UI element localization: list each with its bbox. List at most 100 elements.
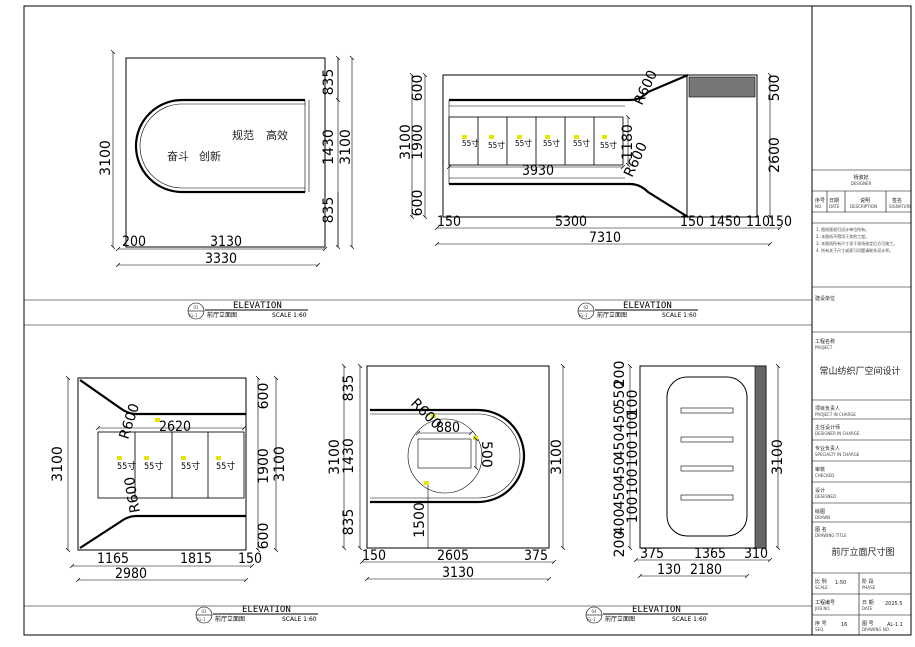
sheet-border <box>23 5 912 636</box>
svg-text:55寸: 55寸 <box>543 138 560 148</box>
svg-text:1:50: 1:50 <box>835 580 846 586</box>
svg-text:工程编号: 工程编号 <box>815 599 835 606</box>
svg-text:DATE: DATE <box>862 606 873 611</box>
slot <box>680 494 734 501</box>
wall-outline <box>77 377 247 551</box>
svg-text:DATE: DATE <box>829 204 840 209</box>
svg-text:审核: 审核 <box>815 466 825 473</box>
svg-text:55寸: 55寸 <box>144 460 163 472</box>
rounded-panel <box>666 376 748 537</box>
svg-text:2025.5: 2025.5 <box>885 601 903 607</box>
drawing-title: 前厅立面尺寸图 <box>831 546 894 558</box>
svg-text:100: 100 <box>625 412 641 439</box>
dim-w2: 3130 <box>210 234 242 250</box>
svg-text:项目负责人: 项目负责人 <box>815 405 840 412</box>
svg-text:375: 375 <box>640 546 664 562</box>
svg-text:100: 100 <box>625 441 641 468</box>
svg-text:PHASE: PHASE <box>862 585 876 590</box>
wall-slogan-1: 规范 <box>232 128 254 142</box>
svg-text:SCALE: SCALE <box>815 585 828 590</box>
view-title-01: 01 EL-1 ELEVATION 前厅立面图 SCALE 1:60 <box>187 301 308 320</box>
svg-text:绘图: 绘图 <box>815 508 825 515</box>
svg-text:16: 16 <box>841 622 847 628</box>
svg-text:建设单位: 建设单位 <box>815 295 835 302</box>
svg-text:500: 500 <box>478 441 494 468</box>
svg-text:R600: R600 <box>122 475 144 514</box>
title-block: 杨淑妃 DESIGNER 序号 日期 说明 签名 NO. DATE DESCRI… <box>812 169 912 635</box>
svg-text:550: 550 <box>612 381 628 408</box>
svg-text:SCALE 1:60: SCALE 1:60 <box>272 312 307 319</box>
svg-text:200: 200 <box>612 361 628 388</box>
wall-outline <box>366 365 550 549</box>
svg-text:DRAWING TITLE: DRAWING TITLE <box>815 533 847 538</box>
slot <box>680 465 734 472</box>
svg-text:前厅立面图: 前厅立面图 <box>605 615 635 623</box>
svg-text:1165: 1165 <box>97 551 129 567</box>
svg-text:450: 450 <box>612 457 628 484</box>
svg-text:55寸: 55寸 <box>216 460 235 472</box>
svg-text:1500: 1500 <box>412 502 428 538</box>
svg-text:EL-1: EL-1 <box>189 313 198 318</box>
tv-label: 55寸 <box>462 138 479 148</box>
dim-height-right: 3100 <box>338 129 354 165</box>
svg-text:600: 600 <box>256 523 272 550</box>
svg-text:55寸: 55寸 <box>600 140 617 150</box>
wall-slogan-2: 高效 <box>266 128 288 142</box>
svg-text:2605: 2605 <box>437 548 469 564</box>
svg-text:150: 150 <box>362 548 386 564</box>
svg-text:DRAWING NO.: DRAWING NO. <box>862 627 890 632</box>
svg-text:PROJECT IN CHARGE: PROJECT IN CHARGE <box>815 412 856 417</box>
slot <box>680 436 734 443</box>
svg-text:150: 150 <box>768 214 792 230</box>
svg-text:说明: 说明 <box>860 197 870 204</box>
svg-text:3100: 3100 <box>327 439 343 475</box>
svg-text:序号: 序号 <box>815 197 825 204</box>
svg-text:1900: 1900 <box>256 448 272 484</box>
wall-outline <box>125 57 326 248</box>
circular-frame <box>407 418 483 494</box>
svg-text:3100: 3100 <box>272 446 288 482</box>
svg-text:110: 110 <box>746 214 770 230</box>
svg-text:SPECIALTY IN CHARGE: SPECIALTY IN CHARGE <box>815 452 860 457</box>
svg-text:55寸: 55寸 <box>117 460 136 472</box>
svg-text:200: 200 <box>612 531 628 558</box>
dim-w1: 200 <box>122 234 146 250</box>
svg-text:日 期: 日 期 <box>862 600 874 606</box>
svg-text:3130: 3130 <box>442 565 474 581</box>
svg-text:100: 100 <box>625 390 641 417</box>
svg-text:DESIGNER IN CHARGE: DESIGNER IN CHARGE <box>815 431 860 436</box>
svg-text:375: 375 <box>524 548 548 564</box>
svg-text:前厅立面图: 前厅立面图 <box>207 311 237 319</box>
svg-text:600: 600 <box>410 75 426 102</box>
svg-text:500: 500 <box>767 75 783 102</box>
svg-text:2180: 2180 <box>690 562 722 578</box>
svg-text:3100: 3100 <box>770 439 786 475</box>
svg-text:450: 450 <box>612 433 628 460</box>
dim-inner-w: 2620 <box>159 419 191 435</box>
svg-text:1815: 1815 <box>180 551 212 567</box>
svg-text:04: 04 <box>591 609 597 614</box>
svg-text:2980: 2980 <box>115 566 147 582</box>
elevation-05: 200 550 450 100 100 450 100 450 100 450 … <box>612 361 786 579</box>
dim-width-total: 3330 <box>205 251 237 267</box>
svg-text:1. 图纸版权归设计单位所有。: 1. 图纸版权归设计单位所有。 <box>816 226 869 232</box>
svg-text:EL-1: EL-1 <box>579 313 588 318</box>
svg-text:图 号: 图 号 <box>862 621 874 627</box>
svg-text:835: 835 <box>341 509 357 536</box>
svg-text:100: 100 <box>625 469 641 496</box>
svg-text:2600: 2600 <box>767 137 783 173</box>
svg-text:100: 100 <box>625 497 641 524</box>
svg-text:SCALE 1:60: SCALE 1:60 <box>662 312 697 319</box>
svg-text:1450: 1450 <box>709 214 741 230</box>
svg-text:55寸: 55寸 <box>515 138 532 148</box>
svg-text:比 例: 比 例 <box>815 578 827 585</box>
svg-text:03: 03 <box>201 609 207 614</box>
svg-text:835: 835 <box>341 375 357 402</box>
svg-text:NO.: NO. <box>815 204 822 209</box>
svg-text:55寸: 55寸 <box>181 460 200 472</box>
svg-text:880: 880 <box>436 420 460 436</box>
svg-text:400: 400 <box>612 509 628 536</box>
svg-text:前厅立面图: 前厅立面图 <box>215 615 245 623</box>
svg-text:5300: 5300 <box>555 214 587 230</box>
svg-text:主任设计师: 主任设计师 <box>815 424 840 431</box>
